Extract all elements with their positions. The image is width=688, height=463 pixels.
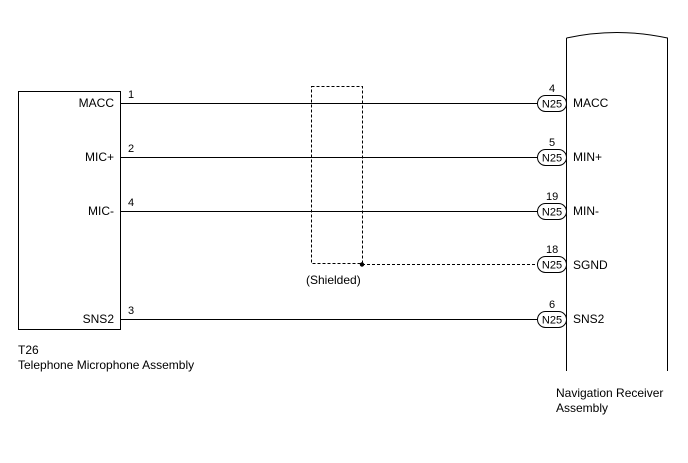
left-component-code: T26: [18, 343, 39, 357]
left-pin-label-sns2: SNS2: [83, 312, 115, 326]
right-pin-number-5: 5: [549, 137, 555, 149]
left-pin-label-mic-plus: MIC+: [85, 150, 114, 164]
connector-code-min-plus: N25: [542, 153, 562, 165]
shield-label: (Shielded): [306, 273, 361, 287]
left-pin-label-mic-minus: MIC-: [88, 204, 114, 218]
connector-code-min-minus: N25: [542, 207, 562, 219]
left-pin-number-4: 4: [128, 197, 134, 209]
right-pin-label-sns2: SNS2: [573, 312, 605, 326]
right-pin-number-4: 4: [549, 83, 555, 95]
connector-oval-min-plus: [537, 149, 567, 166]
left-pin-number-1: 1: [128, 89, 134, 101]
right-pin-label-sgnd: SGND: [573, 258, 608, 272]
left-pin-label-macc: MACC: [79, 96, 115, 110]
connector-code-macc: N25: [542, 99, 562, 111]
right-pin-number-18: 18: [546, 244, 558, 256]
right-pin-number-6: 6: [549, 299, 555, 311]
connector-oval-sns2: [537, 311, 567, 328]
connector-code-sgnd: N25: [542, 260, 562, 272]
connector-oval-sgnd: [537, 256, 567, 273]
connector-code-sns2: N25: [542, 315, 562, 327]
right-component-box: [566, 32, 668, 371]
left-component-box: [18, 91, 121, 330]
right-component-name-line2: Assembly: [556, 401, 608, 415]
shield-junction-dot: [359, 262, 365, 267]
shield-box: [311, 86, 363, 264]
left-pin-number-2: 2: [128, 143, 134, 155]
right-component-name-line1: Navigation Receiver: [556, 386, 663, 400]
left-pin-number-3: 3: [128, 305, 134, 317]
right-pin-label-macc: MACC: [573, 96, 609, 110]
right-pin-number-19: 19: [546, 191, 558, 203]
connector-oval-macc: [537, 95, 567, 112]
left-component-name: Telephone Microphone Assembly: [18, 358, 194, 372]
right-pin-label-min-plus: MIN+: [573, 150, 602, 164]
connector-oval-min-minus: [537, 203, 567, 220]
right-pin-label-min-minus: MIN-: [573, 204, 599, 218]
